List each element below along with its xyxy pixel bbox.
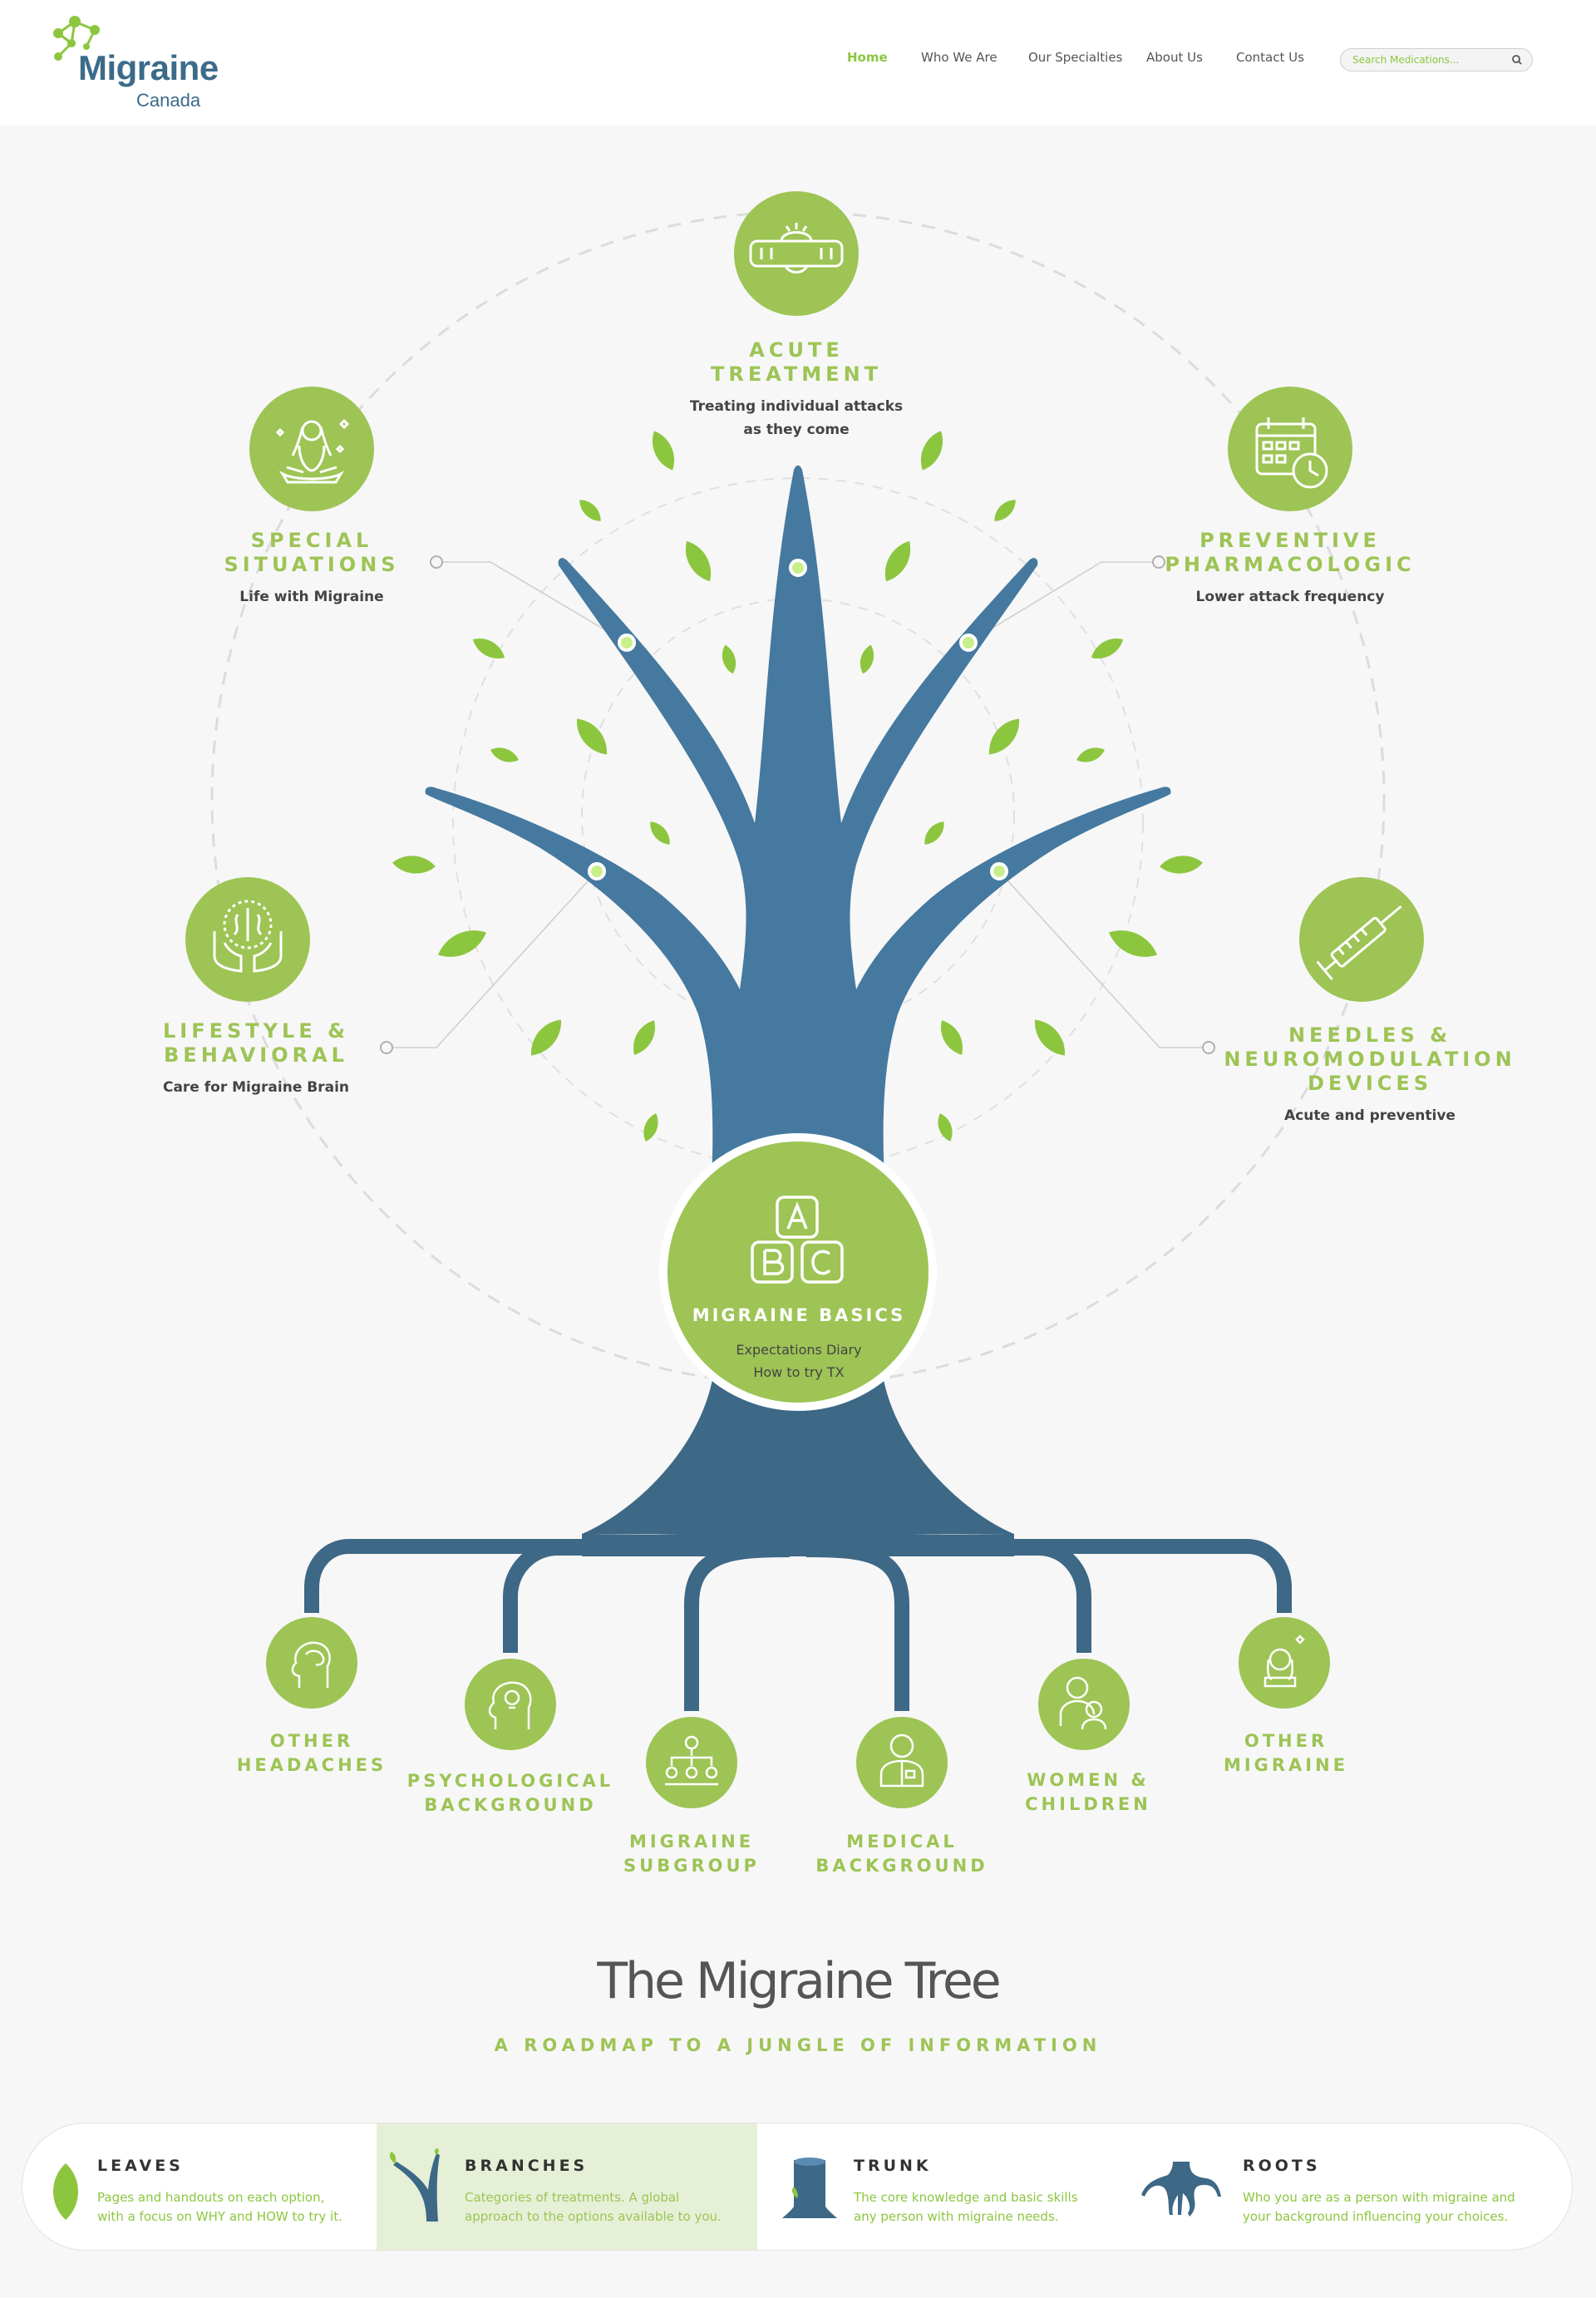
legend-title: LEAVES (97, 2157, 184, 2175)
page-title: The Migraine Tree (597, 1952, 1001, 2010)
category-title: AcuteTreatment (710, 338, 883, 386)
root-other-migraine[interactable]: OtherMigraine (1223, 1731, 1349, 1775)
orbit-middle (452, 477, 1144, 1169)
meditation-icon (275, 418, 350, 484)
search-button[interactable] (1509, 52, 1525, 68)
root-psychological-background[interactable]: PsychologicalBackground (406, 1771, 614, 1815)
search-input[interactable] (1352, 52, 1502, 67)
hierarchy-icon (665, 1735, 718, 1786)
category-description: Lower attack frequency (1195, 589, 1385, 605)
category-title: Lifestyle &Behavioral (162, 1019, 350, 1067)
logo-network-icon (53, 16, 100, 61)
legend-title: BRANCHES (465, 2157, 589, 2175)
category-title: PreventivePharmacologic (1165, 529, 1416, 576)
legend-trunk: TRUNK The core knowledge and basic skill… (757, 2123, 1123, 2250)
legend-leaves: LEAVES Pages and handouts on each option… (22, 2123, 377, 2250)
legend-description: Pages and handouts on each option,with a… (97, 2190, 342, 2224)
roots-icon (1141, 2162, 1221, 2217)
legend-title: TRUNK (854, 2157, 932, 2175)
category-description: Acute and preventive (1284, 1107, 1456, 1124)
abc-blocks-icon (751, 1196, 844, 1284)
brand-subtitle: Canada (136, 90, 201, 111)
pill-icon (749, 223, 844, 274)
legend-title: ROOTS (1243, 2157, 1321, 2175)
page-subtitle: A ROADMAP TO A JUNGLE OF INFORMATION (494, 2035, 1102, 2055)
brain-hands-icon (213, 900, 283, 973)
category-preventive-pharmacologic[interactable]: PreventivePharmacologic Lower attack fre… (1124, 529, 1456, 609)
root-migraine-subgroup[interactable]: MigraineSubgroup (623, 1832, 760, 1876)
migraine-basics-circle (659, 1133, 937, 1411)
leaf-icon (53, 2163, 78, 2220)
tree-leaves (392, 431, 1203, 1142)
nav-who-we-are[interactable]: Who We Are (921, 50, 998, 65)
nav-our-specialties[interactable]: Our Specialties (1028, 50, 1123, 65)
tree-legend: LEAVES Pages and handouts on each option… (22, 2123, 1573, 2251)
category-special-situations[interactable]: SpecialSituations Life with Migraine (145, 529, 478, 609)
root-medical-background[interactable]: MedicalBackground (815, 1832, 988, 1876)
branch-icon (389, 2148, 440, 2222)
category-description: Life with Migraine (239, 589, 384, 605)
category-acute-treatment[interactable]: AcuteTreatment Treating individual attac… (630, 338, 963, 441)
migraine-tree-graphic (185, 191, 1424, 1808)
head-bulb-icon (488, 1681, 532, 1729)
legend-description: Who you are as a person with migraine an… (1243, 2190, 1515, 2224)
brand-name: Migraine (78, 48, 219, 87)
calendar-clock-icon (1255, 417, 1328, 489)
connector-lines (387, 561, 1209, 1048)
tree-roots (304, 1364, 1292, 1711)
woman-sparkle-icon (1264, 1635, 1305, 1688)
category-lifestyle-behavioral[interactable]: Lifestyle &Behavioral Care for Migraine … (90, 1019, 422, 1099)
mother-child-icon (1059, 1676, 1107, 1730)
nav-about-us[interactable]: About Us (1146, 50, 1203, 65)
legend-branches: BRANCHES Categories of treatments. A glo… (377, 2123, 757, 2250)
root-other-headaches[interactable]: OtherHeadaches (236, 1731, 387, 1775)
logo[interactable]: Migraine Canada (47, 13, 219, 111)
orbit-inner (581, 598, 1015, 1032)
search-box (1340, 48, 1533, 72)
category-description: Care for Migraine Brain (162, 1079, 350, 1096)
category-title: SpecialSituations (224, 529, 400, 576)
syringe-icon (1316, 905, 1402, 980)
trunk-icon (782, 2157, 837, 2218)
category-title: Needles &NeuromodulationDevices (1224, 1023, 1516, 1095)
branch-nodes (588, 559, 1008, 880)
category-needles-neuromodulation[interactable]: Needles &NeuromodulationDevices Acute an… (1195, 1023, 1544, 1127)
legend-roots: ROOTS Who you are as a person with migra… (1123, 2123, 1572, 2250)
site-header: Migraine Canada Home Who We Are Our Spec… (0, 0, 1596, 125)
root-women-children[interactable]: Women &Children (1025, 1770, 1151, 1814)
head-brain-icon (291, 1641, 331, 1688)
nav-contact-us[interactable]: Contact Us (1236, 50, 1304, 65)
nav-home[interactable]: Home (847, 50, 888, 65)
tree-trunk (425, 465, 1171, 1181)
doctor-icon (879, 1733, 924, 1788)
search-icon (1512, 55, 1522, 65)
migraine-basics-title[interactable]: MIGRAINE BASICS (692, 1305, 906, 1325)
